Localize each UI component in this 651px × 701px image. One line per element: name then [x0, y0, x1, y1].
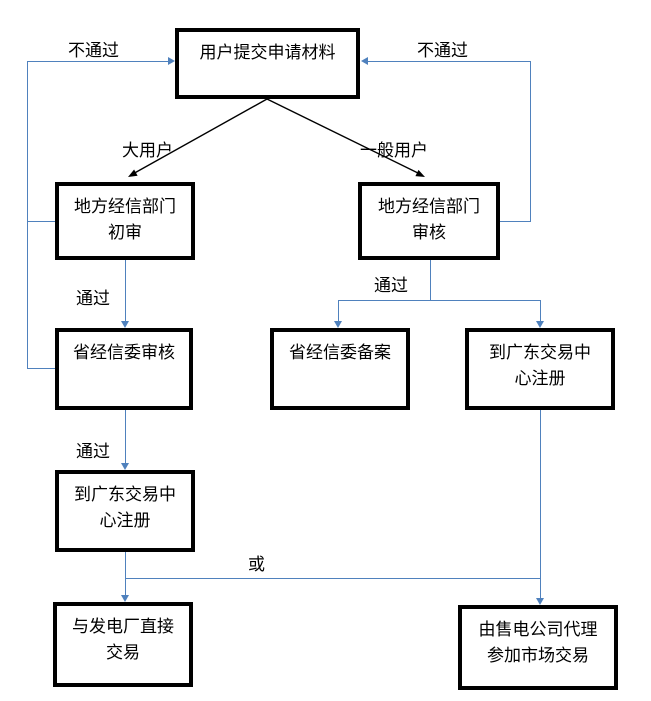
diagonal-large-user-line [130, 98, 268, 176]
connector-pass-review-down [430, 260, 431, 300]
node-label: 到广东交易中 [74, 485, 176, 505]
node-provincial-commission-review: 省经信委审核 [55, 328, 193, 410]
node-label: 省经信委备案 [289, 343, 391, 363]
arrowhead-into-provincial-review-icon [121, 321, 129, 328]
node-label: 到广东交易中 [489, 343, 591, 363]
arrowhead-general-user-icon [415, 169, 425, 177]
node-local-dept-preliminary-review: 地方经信部门 初审 [55, 182, 195, 260]
connector-branch-to-record [338, 300, 339, 321]
arrowhead-into-register-left-icon [121, 463, 129, 470]
connector-register-left-to-direct [125, 552, 126, 595]
node-label: 由售电公司代理 [478, 620, 598, 640]
arrowhead-into-direct-trade-icon [121, 595, 129, 602]
node-local-dept-review: 地方经信部门 审核 [358, 182, 500, 260]
edge-label-general-user: 一般用户 [360, 141, 428, 161]
connector-pass-provincial-to-register [125, 410, 126, 463]
node-direct-trade-with-generator: 与发电厂直接 交易 [53, 602, 193, 687]
node-agent-trade-via-retailer: 由售电公司代理 参加市场交易 [458, 605, 618, 690]
connector-pass-preliminary-to-provincial [125, 260, 126, 321]
node-label: 审核 [412, 223, 446, 243]
node-label: 地方经信部门 [378, 197, 480, 217]
connector-fail-left-from-preliminary [27, 221, 55, 222]
node-guangdong-trade-center-register-left: 到广东交易中 心注册 [55, 470, 195, 552]
node-label: 用户提交申请材料 [199, 43, 336, 63]
node-label: 初审 [108, 223, 142, 243]
connector-fail-left-top [27, 61, 168, 62]
arrowhead-large-user-icon [128, 169, 138, 177]
arrowhead-into-agent-trade-icon [536, 598, 544, 605]
arrowhead-into-register-right-icon [536, 321, 544, 328]
arrowhead-into-record-icon [334, 321, 342, 328]
arrowhead-into-submit-left-icon [168, 57, 175, 65]
connector-review-branch-horizontal [338, 300, 540, 301]
edge-label-pass-local-left: 通过 [76, 289, 110, 309]
edge-label-pass-provincial: 通过 [76, 442, 110, 462]
node-label: 地方经信部门 [74, 197, 176, 217]
node-provincial-commission-record: 省经信委备案 [270, 328, 410, 410]
arrowhead-into-submit-right-icon [361, 57, 368, 65]
connector-register-right-to-agent [540, 410, 541, 598]
connector-fail-right-vertical [530, 61, 531, 222]
node-guangdong-trade-center-register-right: 到广东交易中 心注册 [465, 328, 615, 410]
connector-fail-right-top [368, 61, 530, 62]
edge-label-pass-local-right: 通过 [374, 276, 408, 296]
node-label: 参加市场交易 [487, 646, 589, 666]
connector-branch-to-register-right [540, 300, 541, 321]
connector-fail-left-from-provincial [27, 368, 55, 369]
connector-fail-right-from-review [500, 221, 530, 222]
node-label: 省经信委审核 [73, 343, 175, 363]
node-label: 与发电厂直接 [72, 617, 174, 637]
edge-label-or: 或 [248, 555, 265, 575]
diagonal-general-user-line [266, 98, 423, 176]
node-label: 交易 [106, 643, 140, 663]
edge-label-large-user: 大用户 [122, 141, 173, 161]
node-label: 心注册 [99, 511, 151, 531]
connector-or-horizontal [125, 578, 540, 579]
node-label: 心注册 [514, 369, 566, 389]
edge-label-fail-left: 不通过 [68, 41, 119, 61]
node-submit-application: 用户提交申请材料 [175, 28, 360, 99]
connector-fail-left-vertical [27, 61, 28, 368]
edge-label-fail-right: 不通过 [417, 41, 468, 61]
